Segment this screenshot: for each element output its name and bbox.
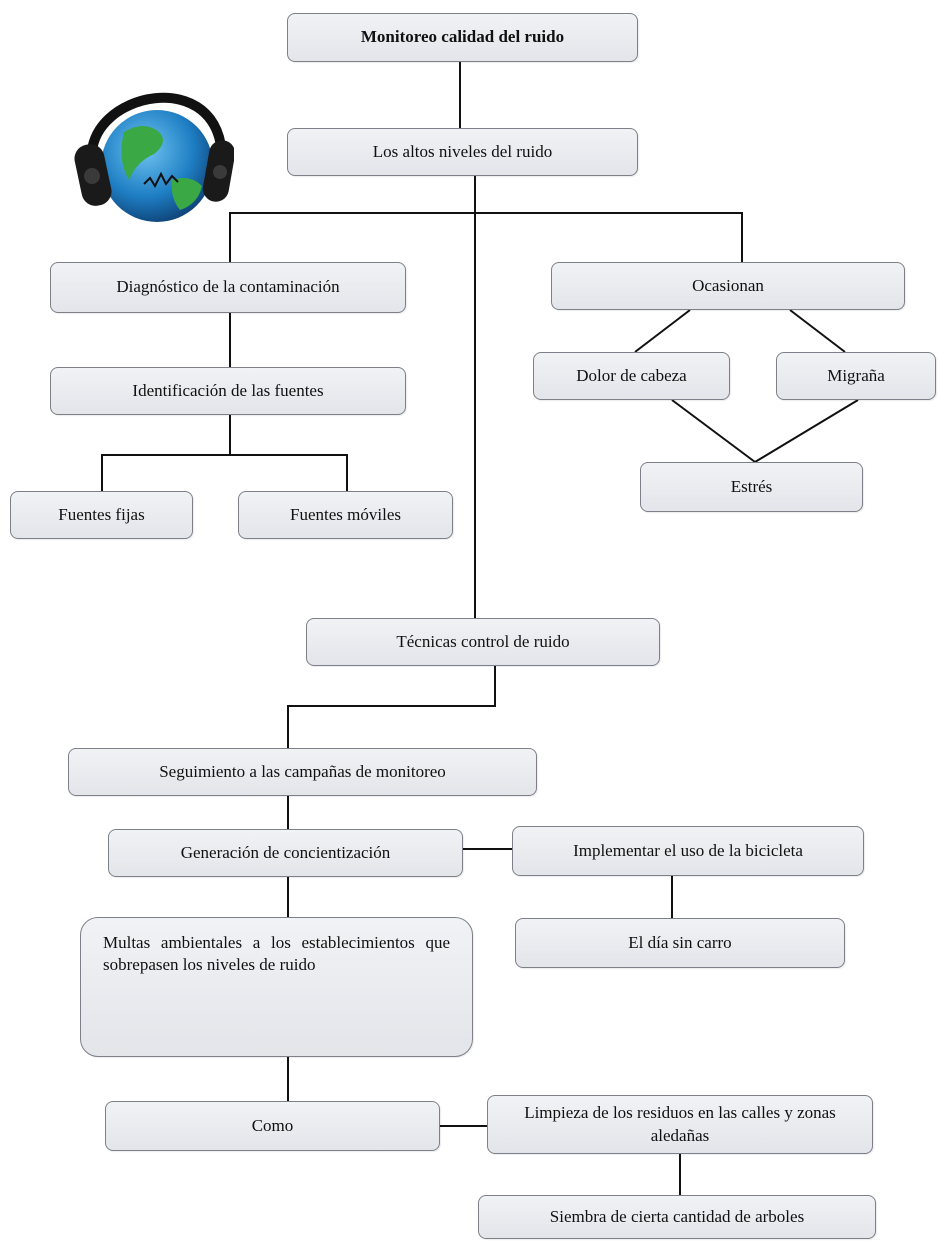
node-multas: Multas ambientales a los establecimiento… [80, 917, 473, 1057]
connector-line [229, 212, 743, 262]
connector-line [634, 309, 691, 353]
node-como: Como [105, 1101, 440, 1151]
connector-line [671, 399, 756, 463]
node-siembra: Siembra de cierta cantidad de arboles [478, 1195, 876, 1239]
node-dolor-cabeza: Dolor de cabeza [533, 352, 730, 400]
node-tecnicas: Técnicas control de ruido [306, 618, 660, 666]
node-fuentes-fijas: Fuentes fijas [10, 491, 193, 539]
node-migrana: Migraña [776, 352, 936, 400]
connector-line [287, 666, 496, 748]
node-root: Monitoreo calidad del ruido [287, 13, 638, 62]
node-seguimiento: Seguimiento a las campañas de monitoreo [68, 748, 537, 796]
node-diagnostico: Diagnóstico de la contaminación [50, 262, 406, 313]
headphones-globe-icon [74, 92, 234, 222]
node-identificacion: Identificación de las fuentes [50, 367, 406, 415]
connector-line [101, 454, 348, 491]
connector-line [789, 309, 846, 353]
node-fuentes-moviles: Fuentes móviles [238, 491, 453, 539]
node-dia-sin-carro: El día sin carro [515, 918, 845, 968]
node-ocasionan: Ocasionan [551, 262, 905, 310]
node-implementar: Implementar el uso de la bicicleta [512, 826, 864, 876]
node-generacion: Generación de concientización [108, 829, 463, 877]
node-estres: Estrés [640, 462, 863, 512]
connector-line [754, 399, 859, 463]
node-altos-niveles: Los altos niveles del ruido [287, 128, 638, 176]
node-limpieza: Limpieza de los residuos en las calles y… [487, 1095, 873, 1154]
